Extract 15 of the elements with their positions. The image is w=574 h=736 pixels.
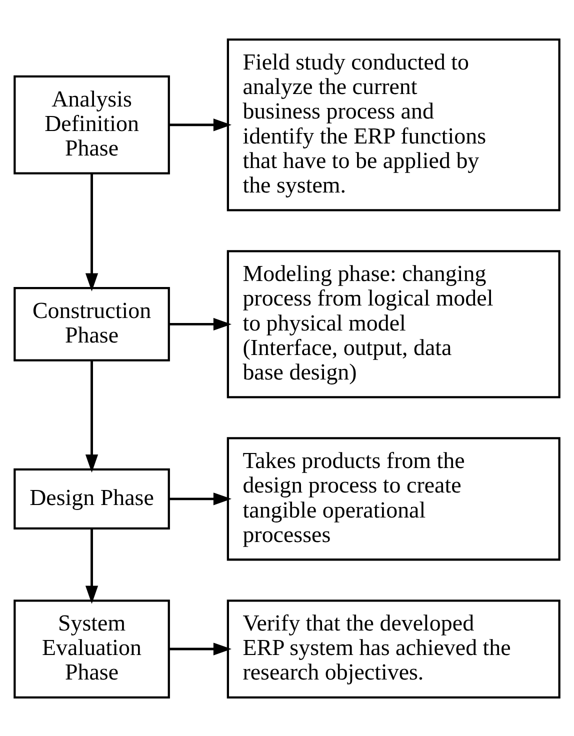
arrow (85, 360, 98, 472)
arrow (169, 317, 232, 330)
node-box: Verify that the developed ERP system has achieved the research objectives. (226, 599, 560, 698)
arrow (85, 172, 98, 291)
arrow (169, 118, 232, 131)
node-box: Design Phase (14, 468, 170, 530)
node-box: System Evaluation Phase (14, 599, 170, 698)
arrow (169, 642, 232, 655)
node-box: Analysis Definition Phase (14, 74, 170, 174)
arrow (85, 528, 98, 604)
node-box: Takes products from the design process to create tangible operational processes (226, 436, 560, 560)
node-box: Field study conducted to analyze the current business process and identify the ERP functions that have to be applied by the system. (226, 38, 560, 211)
arrow (169, 492, 232, 505)
node-box: Construction Phase (14, 286, 170, 361)
node-box: Modeling phase: changing process from logical model to physical model (Interface, output, data base design) (226, 250, 560, 398)
